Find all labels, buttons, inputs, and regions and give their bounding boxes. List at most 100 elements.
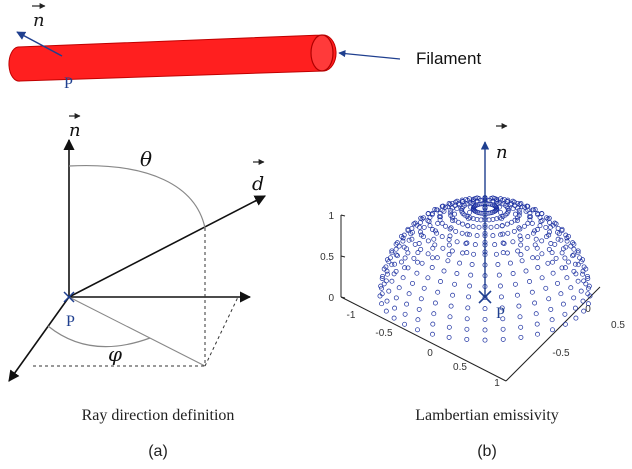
hemisphere-point	[446, 237, 452, 242]
hemisphere-point	[411, 221, 417, 227]
panel-a-label: (a)	[148, 443, 168, 460]
hemisphere-point	[560, 301, 566, 307]
hemisphere-point	[467, 215, 473, 221]
hemisphere-point	[434, 230, 440, 236]
hemisphere-point	[509, 219, 515, 225]
hemisphere-point	[466, 232, 472, 238]
hemisphere-point	[448, 225, 454, 231]
hemisphere-point	[425, 275, 431, 281]
hemisphere-point	[470, 224, 476, 230]
hemisphere-point	[497, 215, 503, 221]
hemisphere-point	[575, 262, 581, 268]
hemisphere-point	[547, 229, 552, 235]
filament-point-label: P	[64, 75, 73, 92]
hemisphere-point	[535, 227, 540, 232]
hemisphere-point	[486, 201, 492, 207]
hemisphere-point	[584, 273, 590, 279]
hemisphere-point	[546, 246, 552, 252]
hemisphere-point	[530, 230, 536, 236]
hemisphere-point	[585, 301, 591, 307]
hemisphere-point	[429, 212, 435, 218]
hemisphere-point	[384, 271, 390, 277]
hemisphere-point	[429, 265, 435, 270]
hemisphere-point	[498, 232, 504, 238]
hemisphere-point	[389, 278, 395, 284]
hemisphere-point	[509, 201, 515, 207]
hemisphere-point	[500, 240, 506, 246]
hemisphere-point	[500, 336, 506, 342]
hemisphere-point	[562, 321, 568, 327]
hemisphere-point	[504, 221, 510, 227]
hemisphere-point	[507, 260, 513, 266]
hemisphere-point	[431, 236, 437, 242]
hemisphere-point	[562, 265, 568, 271]
hemisphere-point	[445, 258, 451, 264]
hemisphere-point	[419, 216, 425, 222]
hemisphere-point	[504, 199, 510, 205]
hemisphere-point	[454, 239, 460, 245]
hemisphere-point	[430, 227, 435, 232]
x-tick-label: -0.5	[375, 328, 393, 339]
hemisphere-point	[530, 255, 536, 261]
filament-normal-arrow	[16, 31, 63, 57]
hemisphere-point	[527, 214, 532, 220]
hemisphere-point	[519, 258, 525, 264]
hemisphere-point	[449, 215, 455, 221]
hemisphere-point	[425, 211, 431, 217]
hemisphere-point	[568, 285, 574, 291]
panel-b-caption: Lambertian emissivity	[415, 407, 559, 424]
hemisphere-point	[452, 281, 458, 287]
hemisphere-point	[393, 246, 399, 252]
hemisphere-point	[425, 238, 431, 244]
hemisphere-point	[539, 251, 545, 257]
hemisphere-point	[562, 311, 568, 317]
emission-normal-label: n	[496, 142, 508, 163]
hemisphere-point	[406, 237, 412, 243]
hemisphere-point	[494, 205, 500, 211]
hemisphere-point	[469, 262, 475, 267]
hemisphere-point	[394, 253, 400, 259]
hemisphere-point	[532, 228, 538, 234]
hemisphere-point	[482, 337, 488, 343]
hemisphere-point	[391, 271, 397, 277]
hemisphere-point	[553, 221, 559, 227]
hemisphere-point	[583, 281, 589, 287]
hemisphere-point	[430, 245, 436, 251]
hemisphere-point	[445, 204, 451, 210]
panel-b: 1 0.5 0 -1 -0.5 0 0.5 1 -0.5 0 0.5 n P L…	[320, 123, 625, 460]
hemisphere-point	[482, 316, 488, 322]
hemisphere-point	[438, 214, 443, 220]
hemisphere-point	[512, 281, 518, 287]
hemisphere-point	[470, 216, 476, 222]
hemisphere-point	[545, 260, 551, 266]
hemisphere-point	[384, 268, 390, 274]
hemisphere-point	[524, 245, 530, 251]
hemisphere-point	[552, 220, 558, 226]
hemisphere-point	[550, 270, 556, 276]
hemisphere-point	[585, 276, 591, 281]
y-axis-floor	[505, 286, 601, 382]
panel-a-caption: Ray direction definition	[82, 407, 235, 424]
y-tick-label: 0.5	[611, 320, 625, 331]
hemisphere-point	[411, 255, 417, 261]
filament-group: n P Filament	[8, 3, 481, 92]
hemisphere-point	[447, 210, 453, 216]
hemisphere-point	[465, 305, 471, 311]
hemisphere-point	[518, 201, 524, 206]
hemisphere-point	[564, 235, 570, 241]
hemisphere-point	[543, 224, 549, 230]
phi-arc	[47, 325, 151, 348]
hemisphere-point	[511, 199, 517, 205]
hemisphere-point	[500, 316, 506, 322]
hemisphere-point	[399, 259, 404, 265]
hemisphere-point	[434, 255, 440, 261]
hemisphere-point	[430, 255, 435, 261]
hemisphere-point	[559, 265, 565, 271]
depth-axis	[8, 296, 70, 382]
x-axis-floor	[340, 296, 507, 382]
hemisphere-point	[446, 324, 452, 330]
hemisphere-point	[416, 306, 422, 312]
hemisphere-point	[427, 223, 433, 229]
hemisphere-point	[492, 242, 498, 248]
panel-a: n d θ φ P Ray direction definition (a)	[8, 113, 266, 460]
